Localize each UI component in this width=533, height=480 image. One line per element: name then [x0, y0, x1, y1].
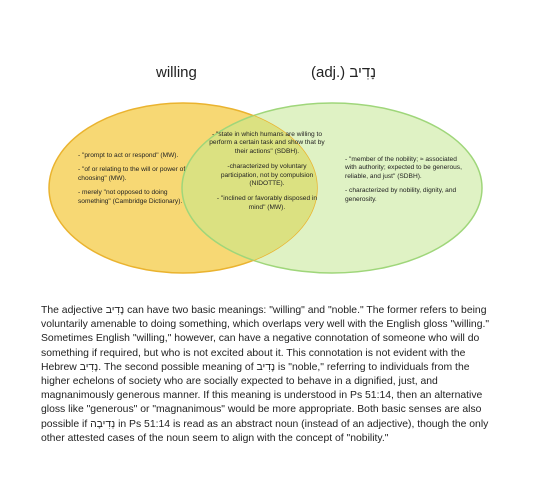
right-item: - "member of the nobility; ≈ associated … [345, 156, 462, 180]
overlap-text-region: - "state in which humans are willing to … [208, 131, 326, 219]
venn-diagram: willing (adj.) נָדִיב - "prompt to act o… [48, 64, 483, 274]
overlap-region [182, 103, 317, 273]
overlap-item: -characterized by voluntary participatio… [220, 163, 314, 188]
venn-shapes [48, 102, 483, 274]
left-item: - "of or relating to the will or power o… [78, 166, 186, 182]
paragraph-text: The adjective נָדִיב can have two basic … [41, 305, 490, 444]
explanation-paragraph: The adjective נָדִיב can have two basic … [41, 304, 497, 446]
left-item: - merely "not opposed to doing something… [78, 189, 183, 205]
right-item: - characterized by nobility, dignity, an… [345, 187, 457, 203]
overlap-item: - "inclined or favorably disposed in min… [216, 195, 318, 211]
left-item: - "prompt to act or respond" (MW). [78, 152, 179, 159]
overlap-item: - "state in which humans are willing to … [209, 131, 325, 155]
right-only-region: - "member of the nobility; ≈ associated … [345, 156, 467, 210]
left-only-region: - "prompt to act or respond" (MW). - "of… [78, 152, 190, 212]
right-ellipse-outline [181, 103, 317, 273]
right-set-title: (adj.) נָדִיב [311, 64, 377, 81]
left-set-title: willing [156, 64, 197, 81]
